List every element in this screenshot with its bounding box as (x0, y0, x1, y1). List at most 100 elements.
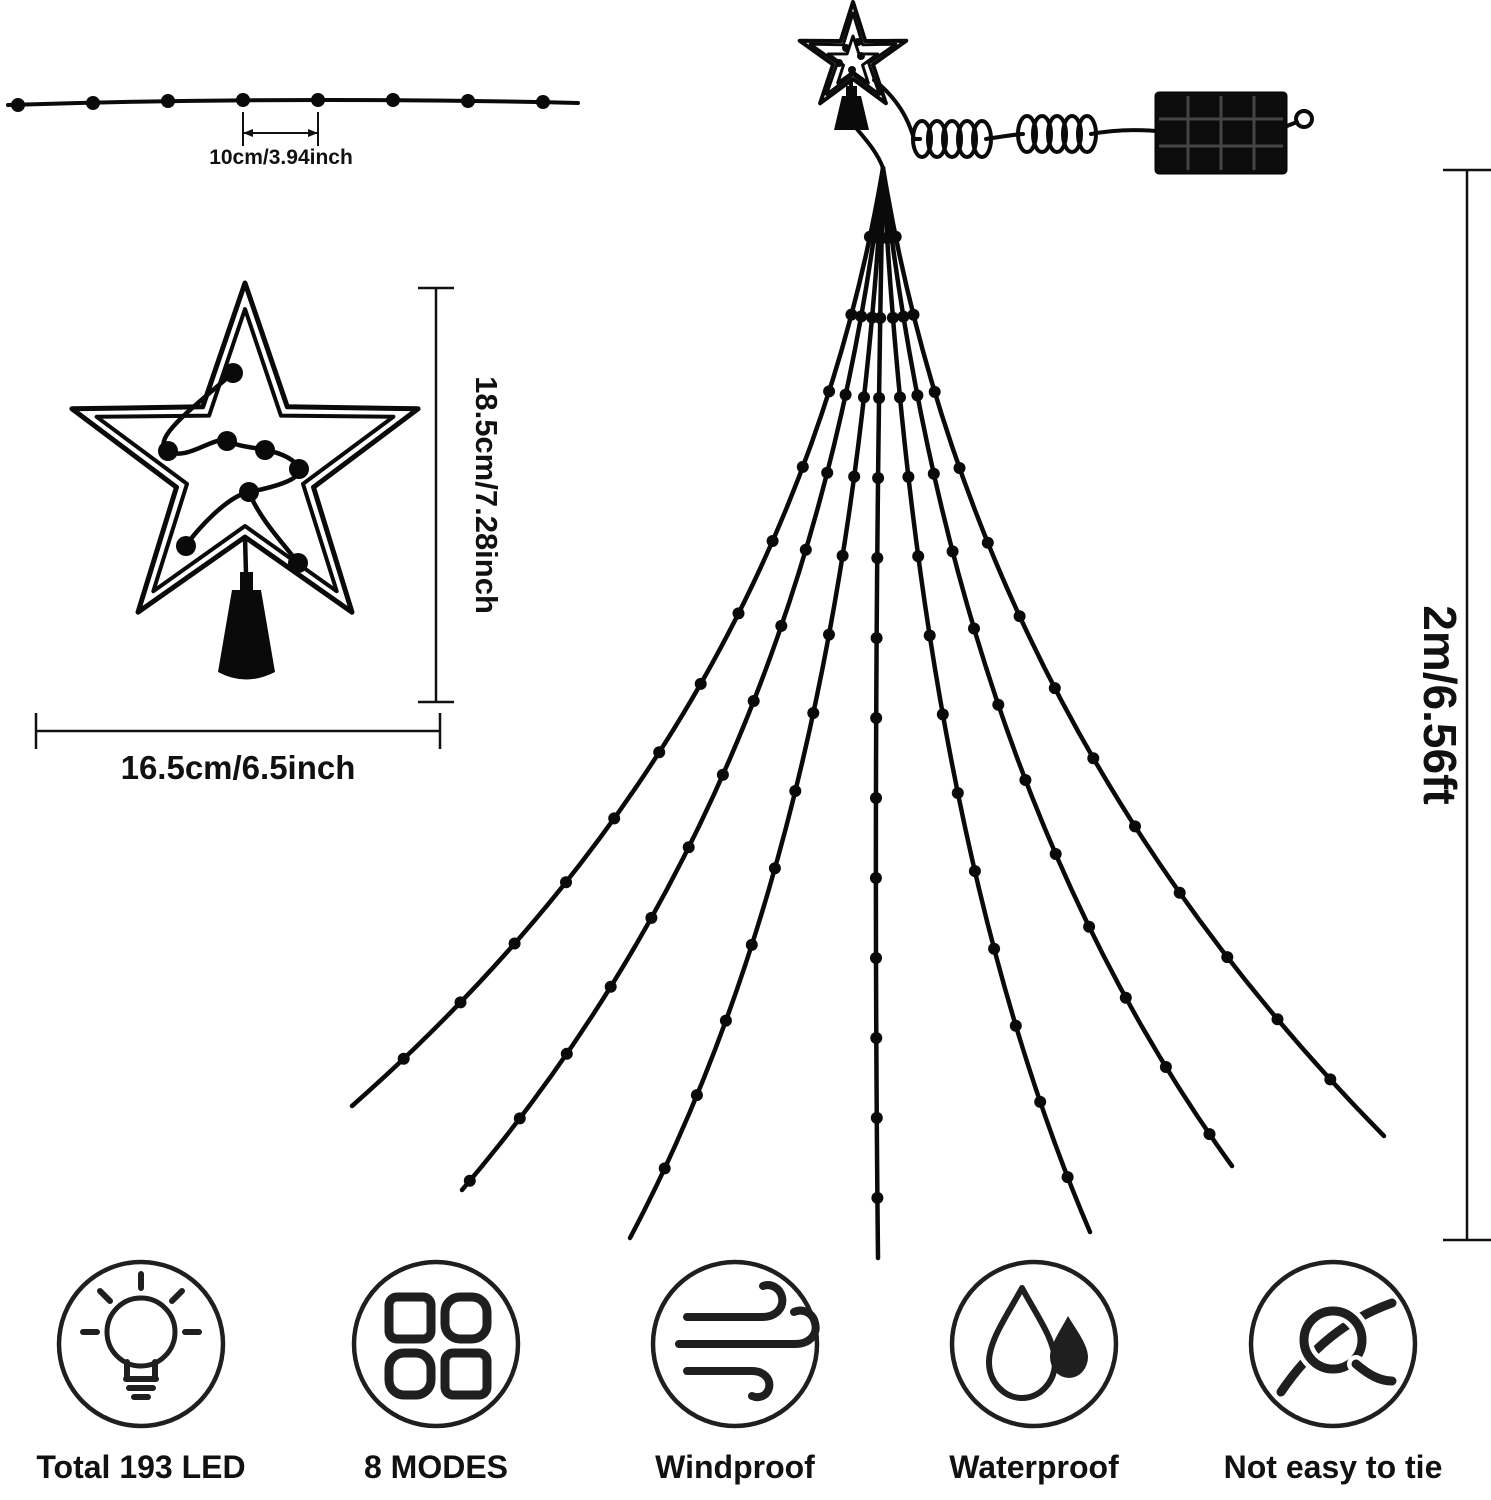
led-dot (176, 536, 196, 556)
led-dot (821, 466, 834, 479)
tree-topper-star (797, 0, 909, 170)
led-dot (223, 363, 243, 383)
star-outline-inner (94, 307, 396, 594)
led-dot (953, 462, 966, 474)
led-dot (928, 385, 941, 398)
led-dot (1203, 1128, 1216, 1141)
led-dot (255, 440, 275, 460)
star-plug (218, 534, 275, 680)
coil-loop (1016, 114, 1038, 154)
plug-stem (240, 572, 253, 592)
string-bundle (854, 126, 885, 170)
led-dot (86, 96, 100, 110)
led-dot (397, 1052, 410, 1065)
feature-modes: 8 MODES (351, 1259, 521, 1485)
led-dot (560, 876, 572, 889)
coil-loop (1031, 114, 1053, 154)
topper-star-mid (808, 11, 898, 96)
led-dot (1034, 1095, 1047, 1108)
led-dot (848, 66, 856, 74)
led-dot (608, 812, 621, 825)
led-dot (1324, 1073, 1337, 1086)
led-dot (1119, 991, 1132, 1004)
led-dot (988, 942, 1001, 955)
feature-label: Waterproof (949, 1449, 1119, 1485)
led-dot (836, 549, 849, 562)
coil-loop (1061, 114, 1083, 154)
feature-circle (650, 1259, 820, 1429)
star-height-label: 18.5cm/7.28inch (469, 376, 504, 614)
bulb-spacing-diagram: 10cm/3.94inch (6, 93, 580, 169)
wire-coil (911, 119, 993, 159)
wire-segment (1089, 128, 1158, 136)
feature-circle (56, 1259, 226, 1429)
bulb-icon (80, 1271, 202, 1400)
led-dot (766, 535, 779, 547)
led-dot (1159, 1061, 1172, 1073)
led-dot (513, 1112, 526, 1125)
feature-waterproof: Waterproof (949, 1259, 1119, 1485)
led-dot (604, 980, 617, 993)
led-dot (1009, 1019, 1022, 1032)
led-dot (560, 1047, 573, 1060)
led-dot (854, 38, 862, 46)
led-dot (855, 310, 868, 323)
led-dot (463, 1174, 476, 1187)
led-dot (886, 311, 899, 324)
led-dot (897, 310, 910, 323)
led-dot (694, 677, 707, 690)
led-dot (508, 937, 521, 950)
star-led-wire (246, 489, 301, 566)
power-wire (872, 78, 1158, 159)
feature-label: Windproof (655, 1449, 815, 1485)
led-dot (870, 712, 883, 724)
led-dot (768, 862, 781, 875)
led-dot (857, 52, 865, 60)
spacing-dimension: 10cm/3.94inch (209, 112, 353, 169)
led-dot (775, 619, 788, 632)
light-string (627, 165, 886, 1241)
led-dot (799, 543, 812, 556)
led-dot (1221, 951, 1234, 964)
feature-label: Total 193 LED (36, 1449, 245, 1485)
led-dot (158, 441, 178, 461)
led-dot (747, 695, 760, 707)
led-dot (1048, 682, 1061, 695)
led-dot (658, 1162, 671, 1175)
plug-body (218, 590, 275, 680)
height-dimension: 18.5cm/7.28inch (418, 286, 504, 704)
led-dot (874, 312, 887, 324)
led-dot (1019, 774, 1032, 786)
led-dot (823, 385, 836, 398)
led-dot (311, 93, 325, 107)
led-dot (870, 1111, 883, 1124)
led-dot (1271, 1013, 1284, 1026)
led-dot (653, 746, 666, 759)
led-dot (288, 553, 308, 573)
led-dot (869, 872, 882, 884)
light-string (880, 165, 1093, 1235)
led-dot (386, 93, 400, 107)
light-string (459, 165, 886, 1193)
led-dot (645, 911, 658, 924)
plug-wire (242, 534, 249, 577)
led-dot (842, 44, 850, 52)
led-dot (461, 94, 475, 108)
light-string (349, 165, 886, 1109)
led-dot (745, 938, 758, 951)
led-dot (690, 1089, 703, 1102)
led-dot (796, 460, 809, 473)
led-dot (682, 841, 695, 854)
led-dot (968, 865, 981, 878)
arrowhead (308, 129, 318, 137)
led-dot (870, 952, 882, 964)
led-dot (835, 59, 843, 67)
led-dot (845, 308, 858, 321)
solar-panel (1154, 91, 1314, 175)
wire-coil (1016, 114, 1098, 154)
led-dot (968, 622, 980, 635)
feature-label: Not easy to tie (1224, 1449, 1443, 1485)
led-dot (217, 431, 237, 451)
length-dimension: 2m/6.56ft (1414, 168, 1491, 1242)
